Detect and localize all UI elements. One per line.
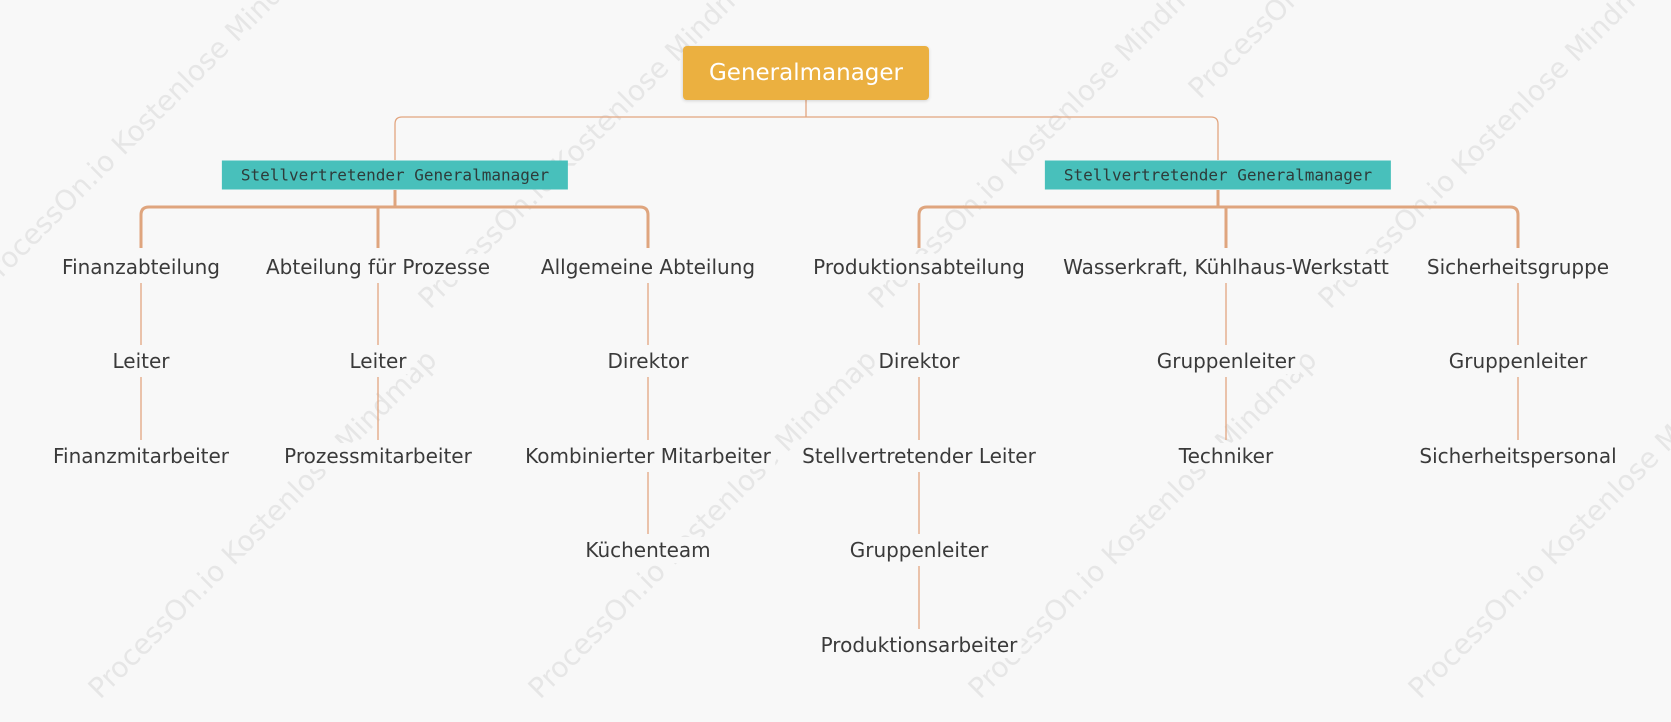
connector-root-bus: [394, 116, 1219, 160]
department-allgemeine[interactable]: Allgemeine Abteilung: [536, 254, 760, 280]
role-leiter[interactable]: Leiter: [108, 348, 174, 374]
role-leiter[interactable]: Leiter: [345, 348, 411, 374]
role-gruppenleiter[interactable]: Gruppenleiter: [1444, 348, 1592, 374]
role-gruppenleiter[interactable]: Gruppenleiter: [845, 537, 993, 563]
role-direktor[interactable]: Direktor: [874, 348, 964, 374]
role-direktor[interactable]: Direktor: [603, 348, 693, 374]
root-node-generalmanager[interactable]: Generalmanager: [682, 46, 930, 100]
department-prozesse[interactable]: Abteilung für Prozesse: [261, 254, 495, 280]
role-kombinierter-mitarbeiter[interactable]: Kombinierter Mitarbeiter: [521, 443, 775, 469]
connector-deputy-1-bus: [917, 205, 1520, 248]
role-prozessmitarbeiter[interactable]: Prozessmitarbeiter: [280, 443, 476, 469]
deputy-node-right[interactable]: Stellvertretender Generalmanager: [1044, 160, 1392, 190]
role-techniker[interactable]: Techniker: [1174, 443, 1278, 469]
department-sicherheitsgruppe[interactable]: Sicherheitsgruppe: [1422, 254, 1614, 280]
department-finanzabteilung[interactable]: Finanzabteilung: [58, 254, 224, 280]
deputy-node-left[interactable]: Stellvertretender Generalmanager: [221, 160, 569, 190]
role-gruppenleiter[interactable]: Gruppenleiter: [1152, 348, 1300, 374]
department-produktion[interactable]: Produktionsabteilung: [809, 254, 1029, 280]
role-sicherheitspersonal[interactable]: Sicherheitspersonal: [1415, 443, 1621, 469]
role-kuechenteam[interactable]: Küchenteam: [581, 537, 715, 563]
connector-deputy-0-bus: [139, 205, 650, 248]
role-produktionsarbeiter[interactable]: Produktionsarbeiter: [816, 632, 1022, 658]
role-stellvertretender-leiter[interactable]: Stellvertretender Leiter: [798, 443, 1040, 469]
role-finanzmitarbeiter[interactable]: Finanzmitarbeiter: [49, 443, 233, 469]
department-wasserkraft-kuehlhaus[interactable]: Wasserkraft, Kühlhaus-Werkstatt: [1059, 254, 1393, 280]
